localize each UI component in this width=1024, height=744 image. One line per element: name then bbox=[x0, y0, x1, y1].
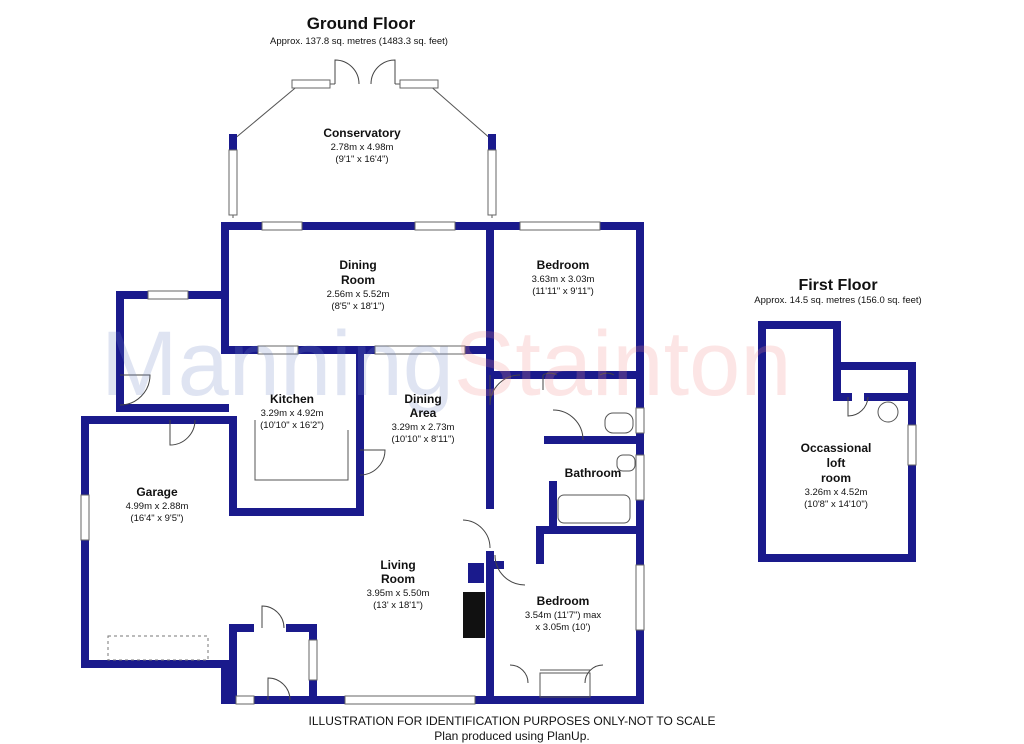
svg-text:3.63m x 3.03m: 3.63m x 3.03m bbox=[532, 274, 595, 285]
svg-text:Bedroom: Bedroom bbox=[537, 258, 590, 272]
svg-text:Bedroom: Bedroom bbox=[537, 594, 590, 608]
svg-text:2.78m x 4.98m: 2.78m x 4.98m bbox=[331, 142, 394, 153]
svg-text:loft: loft bbox=[827, 456, 846, 470]
fixtures bbox=[107, 412, 636, 698]
room-dining-area: Dining Area 3.29m x 2.73m (10'10" x 8'11… bbox=[391, 392, 454, 445]
watermark: ManningStainton bbox=[101, 313, 792, 415]
svg-text:Dining: Dining bbox=[404, 392, 441, 406]
first-floor-area: Approx. 14.5 sq. metres (156.0 sq. feet) bbox=[754, 295, 921, 306]
room-dining-room: Dining Room 2.56m x 5.52m (8'5" x 18'1") bbox=[327, 258, 390, 312]
svg-text:(9'1" x 16'4"): (9'1" x 16'4") bbox=[335, 154, 388, 165]
first-floor-title: First Floor bbox=[798, 277, 877, 294]
room-garage: Garage 4.99m x 2.88m (16'4" x 9'5") bbox=[126, 485, 189, 524]
svg-text:3.54m (11'7") max: 3.54m (11'7") max bbox=[525, 610, 602, 621]
svg-text:Area: Area bbox=[410, 406, 437, 420]
svg-text:3.29m x 2.73m: 3.29m x 2.73m bbox=[392, 422, 455, 433]
disclaimer-text: ILLUSTRATION FOR IDENTIFICATION PURPOSES… bbox=[309, 714, 716, 728]
fireplace bbox=[463, 592, 485, 638]
svg-text:Occassional: Occassional bbox=[801, 441, 872, 455]
first-floor-walls bbox=[758, 321, 917, 562]
svg-text:Room: Room bbox=[381, 572, 415, 586]
windows bbox=[80, 79, 645, 705]
svg-text:(10'8" x 14'10"): (10'8" x 14'10") bbox=[804, 499, 868, 510]
room-living-room: Living Room 3.95m x 5.50m (13' x 18'1") bbox=[367, 558, 430, 611]
svg-text:4.99m x 2.88m: 4.99m x 2.88m bbox=[126, 501, 189, 512]
svg-text:Kitchen: Kitchen bbox=[270, 392, 314, 406]
svg-text:(11'11" x 9'11"): (11'11" x 9'11") bbox=[532, 286, 594, 297]
ground-floor-title: Ground Floor bbox=[307, 14, 416, 33]
svg-text:Bathroom: Bathroom bbox=[565, 466, 622, 480]
room-bedroom-1: Bedroom 3.63m x 3.03m (11'11" x 9'11") bbox=[532, 258, 595, 297]
doors bbox=[119, 59, 615, 701]
svg-text:Dining: Dining bbox=[339, 258, 376, 272]
room-conservatory: Conservatory 2.78m x 4.98m (9'1" x 16'4"… bbox=[323, 126, 401, 165]
svg-text:(16'4" x 9'5"): (16'4" x 9'5") bbox=[130, 513, 183, 524]
svg-text:room: room bbox=[821, 471, 851, 485]
svg-text:(8'5" x 18'1"): (8'5" x 18'1") bbox=[331, 301, 384, 312]
room-kitchen: Kitchen 3.29m x 4.92m (10'10" x 16'2") bbox=[260, 392, 324, 431]
room-bedroom-2: Bedroom 3.54m (11'7") max x 3.05m (10') bbox=[525, 594, 602, 633]
room-loft: Occassional loft room 3.26m x 4.52m (10'… bbox=[801, 441, 872, 510]
svg-text:3.29m x 4.92m: 3.29m x 4.92m bbox=[261, 408, 324, 419]
room-bathroom: Bathroom bbox=[565, 466, 622, 480]
planup-credit: Plan produced using PlanUp. bbox=[434, 729, 589, 743]
svg-text:Living: Living bbox=[380, 558, 415, 572]
svg-text:2.56m x 5.52m: 2.56m x 5.52m bbox=[327, 289, 390, 300]
ground-floor-area: Approx. 137.8 sq. metres (1483.3 sq. fee… bbox=[270, 36, 448, 47]
svg-text:3.95m x 5.50m: 3.95m x 5.50m bbox=[367, 588, 430, 599]
svg-text:(13' x 18'1"): (13' x 18'1") bbox=[373, 600, 423, 611]
svg-text:(10'10" x 8'11"): (10'10" x 8'11") bbox=[391, 434, 454, 445]
svg-text:(10'10" x 16'2"): (10'10" x 16'2") bbox=[260, 420, 324, 431]
svg-text:Conservatory: Conservatory bbox=[323, 126, 401, 140]
svg-text:Garage: Garage bbox=[136, 485, 178, 499]
svg-text:Room: Room bbox=[341, 273, 375, 287]
svg-text:x 3.05m (10'): x 3.05m (10') bbox=[535, 622, 590, 633]
svg-text:3.26m x 4.52m: 3.26m x 4.52m bbox=[805, 487, 868, 498]
